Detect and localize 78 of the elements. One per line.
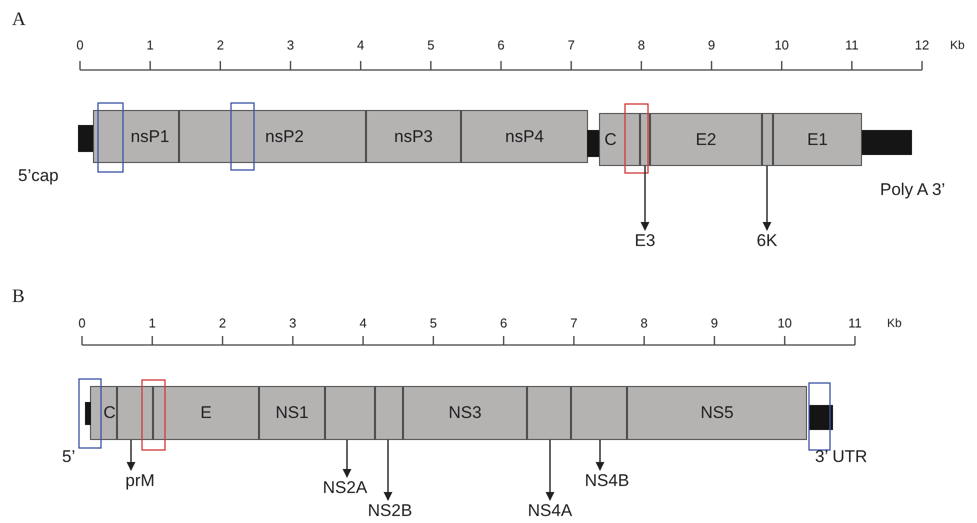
- arrow: [640, 166, 650, 231]
- arrow: [546, 440, 554, 501]
- tick-label: 6: [500, 316, 508, 330]
- gene-segment: [403, 386, 527, 440]
- unit-label: Kb: [950, 38, 965, 52]
- tick-label: 3: [286, 38, 294, 52]
- gene-segment: [461, 110, 588, 163]
- tick-label: 1: [148, 316, 156, 330]
- tick-label: 8: [638, 38, 645, 52]
- gene-segment: [117, 386, 153, 440]
- gene-segment: [325, 386, 375, 440]
- tick-label: 7: [568, 38, 575, 52]
- tick-label: 4: [357, 38, 364, 52]
- arrow: [762, 166, 772, 231]
- gene-segment: [599, 113, 640, 166]
- arrow: [596, 440, 604, 471]
- terminus-label: 5’: [62, 447, 76, 467]
- tick-label: 1: [146, 38, 154, 52]
- protein-label: NS4A: [520, 500, 580, 522]
- tick-label: 7: [570, 316, 578, 330]
- tick-label: 0: [78, 316, 86, 330]
- tick-label: 4: [359, 316, 367, 330]
- gene-segment: [153, 386, 259, 440]
- tick-label: 10: [774, 38, 789, 52]
- protein-label: 6K: [747, 230, 787, 252]
- protein-label: prM: [113, 470, 167, 492]
- gene-segment: [179, 110, 366, 163]
- tick-label: 0: [76, 38, 84, 52]
- tick-label: 5: [427, 38, 434, 52]
- arrow: [126, 440, 136, 471]
- gene-segment: [93, 110, 179, 163]
- gene-segment: [650, 113, 762, 166]
- segment-label: NS5: [700, 403, 734, 423]
- terminus-label: 5’cap: [18, 166, 59, 186]
- gene-segment: [527, 386, 571, 440]
- segment-label: E2: [696, 130, 716, 150]
- segment-label: NS3: [448, 403, 482, 423]
- tick-label: 9: [710, 316, 718, 330]
- panel-label: B: [12, 286, 25, 308]
- tick-label: 12: [914, 38, 930, 52]
- segment-label: E: [200, 403, 212, 423]
- tick-label: 8: [640, 316, 648, 330]
- gene-segment: [762, 113, 773, 166]
- segment-label: NS1: [275, 403, 309, 423]
- tick-label: 11: [845, 38, 859, 52]
- segment-label: C: [604, 130, 617, 150]
- tick-label: 9: [708, 38, 716, 52]
- protein-label: NS2B: [360, 500, 420, 522]
- gene-segment: [773, 113, 862, 166]
- tick-label: 11: [848, 316, 862, 330]
- segment-label: nsP4: [505, 126, 544, 146]
- gene-segment: [375, 386, 403, 440]
- gene-segment: [90, 386, 117, 440]
- protein-label: NS2A: [315, 477, 375, 499]
- segment-label: nsP2: [265, 126, 304, 146]
- arrow: [342, 440, 352, 478]
- segment-label: E1: [807, 130, 828, 150]
- segment-label: C: [103, 403, 116, 423]
- unit-label: Kb: [887, 316, 902, 330]
- tick-label: 5: [430, 316, 437, 330]
- terminus-label: 3’ UTR: [815, 447, 868, 467]
- tick-label: 3: [289, 316, 296, 330]
- panel-label: A: [12, 9, 26, 31]
- protein-label: NS4B: [577, 470, 637, 492]
- tick-label: 2: [218, 316, 226, 330]
- gene-segment: [366, 110, 461, 163]
- protein-label: E3: [625, 230, 665, 252]
- tick-label: 6: [497, 38, 505, 52]
- segment-label: nsP3: [394, 126, 433, 146]
- gene-segment: [640, 113, 650, 166]
- gene-segment: [627, 386, 807, 440]
- arrow: [384, 440, 392, 501]
- gene-segment: [259, 386, 325, 440]
- tick-label: 2: [216, 38, 224, 52]
- gene-segment: [571, 386, 627, 440]
- segment-label: nsP1: [130, 126, 170, 146]
- tick-label: 10: [777, 316, 792, 330]
- terminus-label: Poly A 3’: [880, 180, 946, 200]
